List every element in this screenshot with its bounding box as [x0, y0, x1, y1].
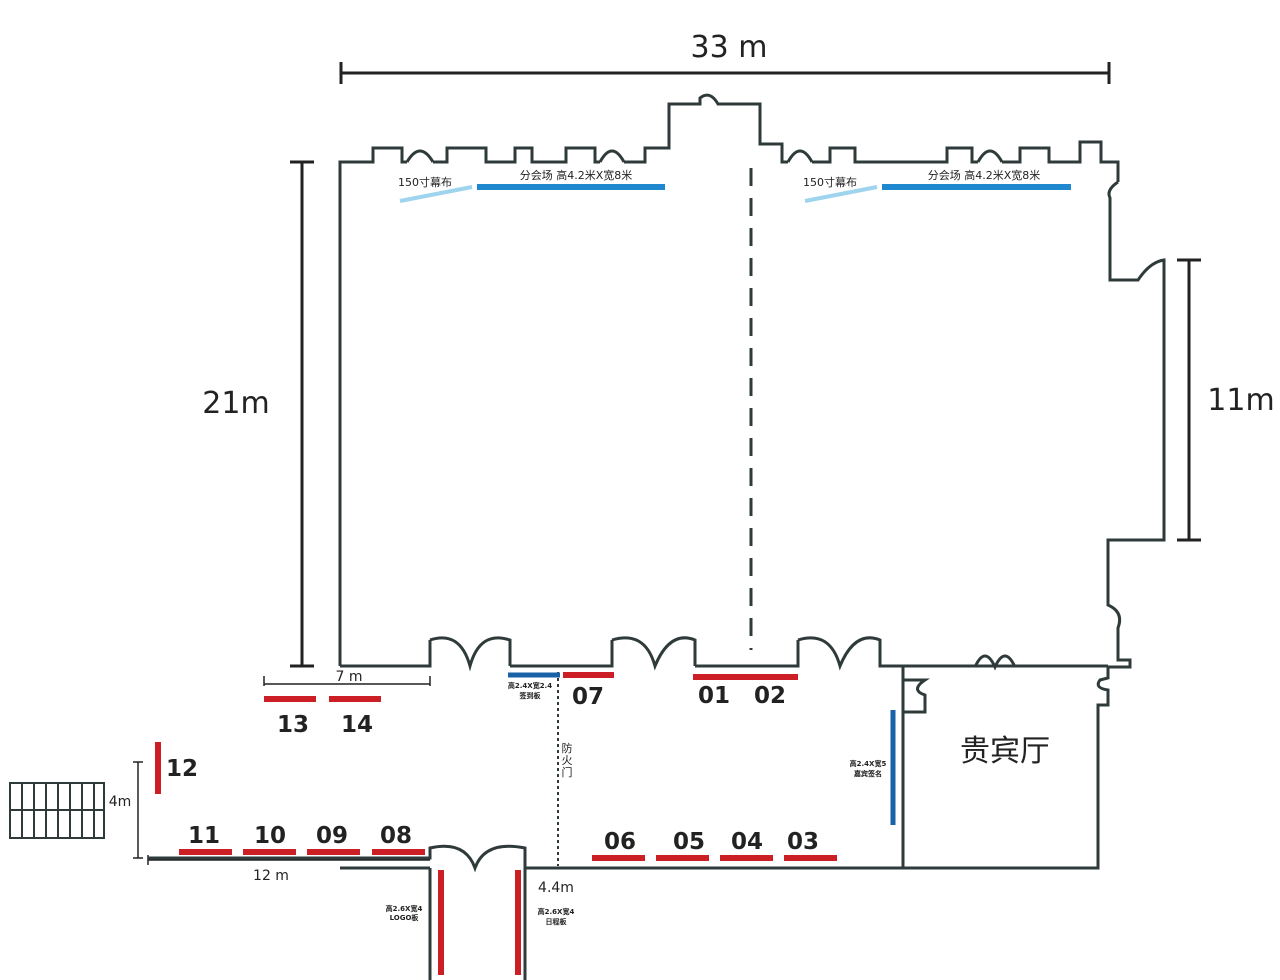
booth-02-label: 02 — [754, 683, 786, 709]
dimension-11m: 11m — [1177, 258, 1275, 542]
lobby-width-label: 7 m — [336, 669, 363, 685]
booth-14-label: 14 — [341, 712, 373, 738]
booth-05-label: 05 — [673, 829, 705, 855]
logo-board-size: 高2.6X宽4 — [386, 904, 423, 913]
width-label: 33 m — [691, 30, 768, 65]
fire-door-label-1: 防 — [562, 741, 573, 755]
booths-layer: 01 02 07 06 05 04 03 11 10 09 08 12 13 1… — [155, 672, 837, 861]
booth-11-label: 11 — [188, 823, 220, 849]
vip-signin-board-label: 嘉宾签名 — [853, 769, 882, 778]
height-label: 21m — [202, 386, 269, 421]
booth-13-label: 13 — [277, 712, 309, 738]
right-screen-label: 150寸幕布 — [803, 175, 857, 189]
left-screen-label: 150寸幕布 — [398, 175, 452, 189]
booth-09-label: 09 — [316, 823, 348, 849]
dimension-33m: 33 m — [339, 30, 1111, 84]
schedule-board-size: 高2.6X宽4 — [538, 907, 575, 916]
staircase-icon — [9, 782, 105, 839]
left-stage-label: 分会场 高4.2米X宽8米 — [520, 168, 633, 182]
booth-03-label: 03 — [787, 829, 819, 855]
booth-06-label: 06 — [604, 829, 636, 855]
right-screen-marker — [804, 185, 878, 203]
dimension-7m: 7 m — [263, 669, 431, 686]
fire-door-label-2: 火 — [562, 754, 573, 767]
dimension-12m: 12 m — [147, 855, 430, 884]
corridor-height-label: 4m — [109, 794, 132, 810]
booth-01-label: 01 — [698, 683, 730, 709]
vip-room-label: 贵宾厅 — [960, 734, 1050, 769]
corridor-width-label: 12 m — [253, 868, 289, 884]
booth-08-label: 08 — [380, 823, 412, 849]
dimension-21m: 21m — [202, 160, 314, 668]
signin-board-size: 高2.4X宽2.4 — [508, 681, 552, 690]
entrance-width-label: 4.4m — [538, 880, 574, 896]
left-screen-marker — [399, 185, 473, 203]
logo-board-label: LOGO板 — [390, 913, 420, 922]
booth-10-label: 10 — [254, 823, 286, 849]
right-height-label: 11m — [1207, 383, 1274, 418]
signin-board-label: 签到板 — [519, 691, 542, 700]
vip-signin-board-size: 高2.4X宽5 — [850, 759, 887, 768]
schedule-board-label: 日程板 — [546, 917, 568, 926]
dimension-4m: 4m — [109, 761, 143, 859]
booth-12-label: 12 — [166, 756, 198, 782]
main-hall-walls — [148, 93, 1166, 980]
booth-07-label: 07 — [572, 684, 604, 710]
right-stage-label: 分会场 高4.2米X宽8米 — [928, 168, 1041, 182]
booth-04-label: 04 — [731, 829, 763, 855]
fire-door-label-3: 门 — [562, 765, 573, 779]
